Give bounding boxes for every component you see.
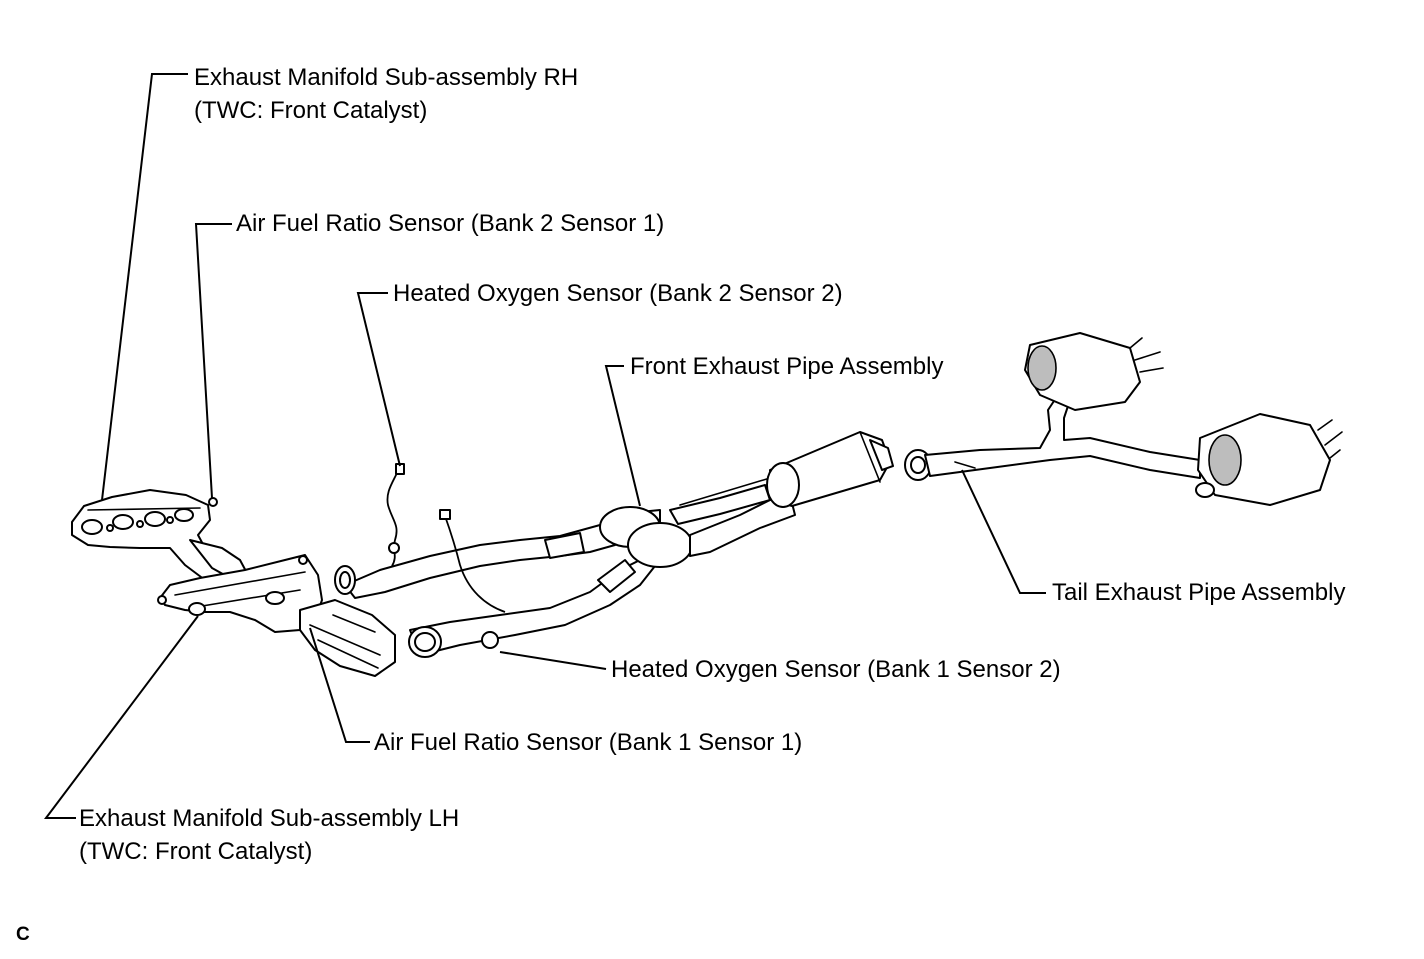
label-af-sensor-bank2-sensor1: Air Fuel Ratio Sensor (Bank 2 Sensor 1) xyxy=(236,210,665,237)
ho2-sensor-bank1-wire xyxy=(439,509,506,649)
leader-manifold-lh xyxy=(43,615,199,819)
label-manifold-rh: Exhaust Manifold Sub-assembly RH (TWC: F… xyxy=(194,61,578,127)
exhaust-manifold-lh xyxy=(157,554,396,677)
leader-tail-pipe xyxy=(961,469,1046,594)
label-front-exhaust-pipe: Front Exhaust Pipe Assembly xyxy=(630,353,944,380)
leader-ho2-b1s2 xyxy=(499,651,607,670)
label-manifold-lh-line2: (TWC: Front Catalyst) xyxy=(79,838,313,865)
tail-exhaust-pipe-assembly xyxy=(904,332,1343,506)
label-tail-exhaust-pipe: Tail Exhaust Pipe Assembly xyxy=(1052,579,1346,606)
label-af-sensor-bank1-sensor1: Air Fuel Ratio Sensor (Bank 1 Sensor 1) xyxy=(374,729,803,756)
label-manifold-rh-line1: Exhaust Manifold Sub-assembly RH xyxy=(194,64,579,91)
corner-mark: C xyxy=(16,924,30,945)
label-ho2-sensor-bank1-sensor2: Heated Oxygen Sensor (Bank 1 Sensor 2) xyxy=(611,656,1061,683)
exhaust-manifold-rh xyxy=(71,489,249,581)
front-exhaust-pipe-assembly xyxy=(334,431,894,658)
ho2-sensor-bank2-wire xyxy=(386,463,405,567)
label-manifold-rh-line2: (TWC: Front Catalyst) xyxy=(194,97,428,124)
leader-lines xyxy=(43,73,1046,819)
leader-manifold-rh xyxy=(101,73,188,501)
leader-front-pipe xyxy=(604,365,641,507)
label-manifold-lh: Exhaust Manifold Sub-assembly LH (TWC: F… xyxy=(79,802,459,868)
leader-ho2-b2s2 xyxy=(356,292,401,467)
label-ho2-sensor-bank2-sensor2: Heated Oxygen Sensor (Bank 2 Sensor 2) xyxy=(393,280,843,307)
leader-af-b2s1 xyxy=(194,223,232,499)
leader-af-b1s1 xyxy=(309,627,370,743)
label-manifold-lh-line1: Exhaust Manifold Sub-assembly LH xyxy=(79,805,460,832)
